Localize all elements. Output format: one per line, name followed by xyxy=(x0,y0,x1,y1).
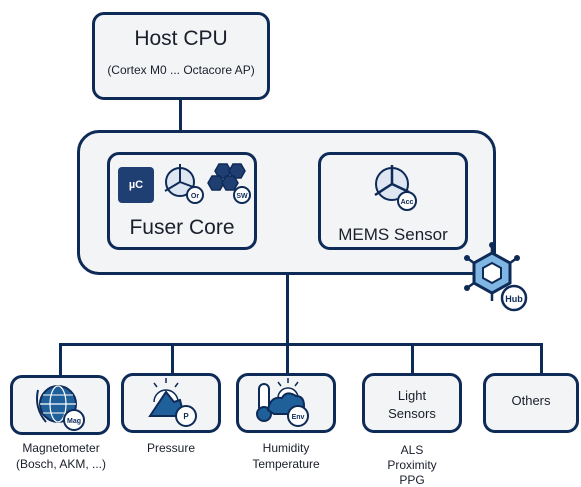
pressure-icon: P xyxy=(148,378,197,427)
others-box: Others xyxy=(483,373,579,433)
bus-drop-humidity xyxy=(286,343,289,375)
microcontroller-icon: µC xyxy=(118,167,154,203)
bus-drop-light xyxy=(411,343,414,375)
accelerometer-icon: Acc xyxy=(374,165,417,211)
host-cpu-title: Host CPU xyxy=(134,27,228,50)
humidity-label: Humidity xyxy=(262,441,310,455)
environment-badge: Env xyxy=(292,414,305,421)
pressure-box xyxy=(121,373,221,433)
light-als-label: ALS xyxy=(400,443,424,457)
magnetometer-label: Magnetometer xyxy=(22,441,100,455)
pressure-badge: P xyxy=(183,412,189,421)
sensor-bus-line xyxy=(59,343,543,346)
bus-drop-magnetometer xyxy=(59,343,62,377)
pressure-label: Pressure xyxy=(146,441,196,455)
light-sensors-title-line1: Light xyxy=(397,388,427,403)
host-cpu-box: Host CPU (Cortex M0 ... Octacore AP) xyxy=(92,12,270,100)
orientation-icon: Or xyxy=(164,164,204,204)
light-sensors-title-line2: Sensors xyxy=(388,406,436,421)
bus-drop-pressure xyxy=(171,343,174,375)
accelerometer-badge: Acc xyxy=(401,199,414,206)
microcontroller-label: µC xyxy=(128,179,144,191)
light-proximity-label: Proximity xyxy=(387,458,437,472)
software-icon: SW xyxy=(207,163,251,204)
environment-icon: Env xyxy=(256,378,309,427)
software-badge: SW xyxy=(236,193,248,200)
bus-drop-others xyxy=(540,343,543,375)
temperature-label: Temperature xyxy=(252,457,320,471)
hub-badge: Hub xyxy=(505,294,523,304)
fuser-core-title: Fuser Core xyxy=(129,216,235,239)
magnetometer-icon: Mag xyxy=(36,385,85,431)
host-to-hub-line xyxy=(179,98,182,132)
magnetometer-badge: Mag xyxy=(67,418,81,425)
light-ppg-label: PPG xyxy=(399,473,425,487)
light-sensors-box: Light Sensors xyxy=(362,373,462,433)
host-cpu-subtitle: (Cortex M0 ... Octacore AP) xyxy=(107,63,255,77)
others-title: Others xyxy=(511,393,551,408)
magnetometer-vendors: (Bosch, AKM, ...) xyxy=(15,457,107,471)
orientation-badge: Or xyxy=(191,193,199,200)
hub-icon: Hub xyxy=(464,242,528,312)
mems-sensor-title: MEMS Sensor xyxy=(338,225,448,244)
